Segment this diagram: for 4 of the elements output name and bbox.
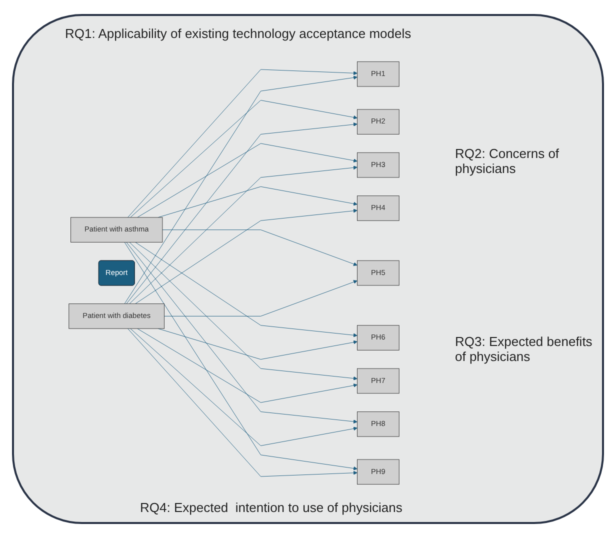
research-question-text: RQ2: Concerns of physicians xyxy=(455,146,560,176)
research-question-text: RQ3: Expected benefits of physicians xyxy=(455,334,594,364)
research-question-text: RQ1: Applicability of existing technology acceptance models xyxy=(65,26,412,41)
research-question-text: RQ4: Expected intention to use of physicians xyxy=(140,500,402,515)
